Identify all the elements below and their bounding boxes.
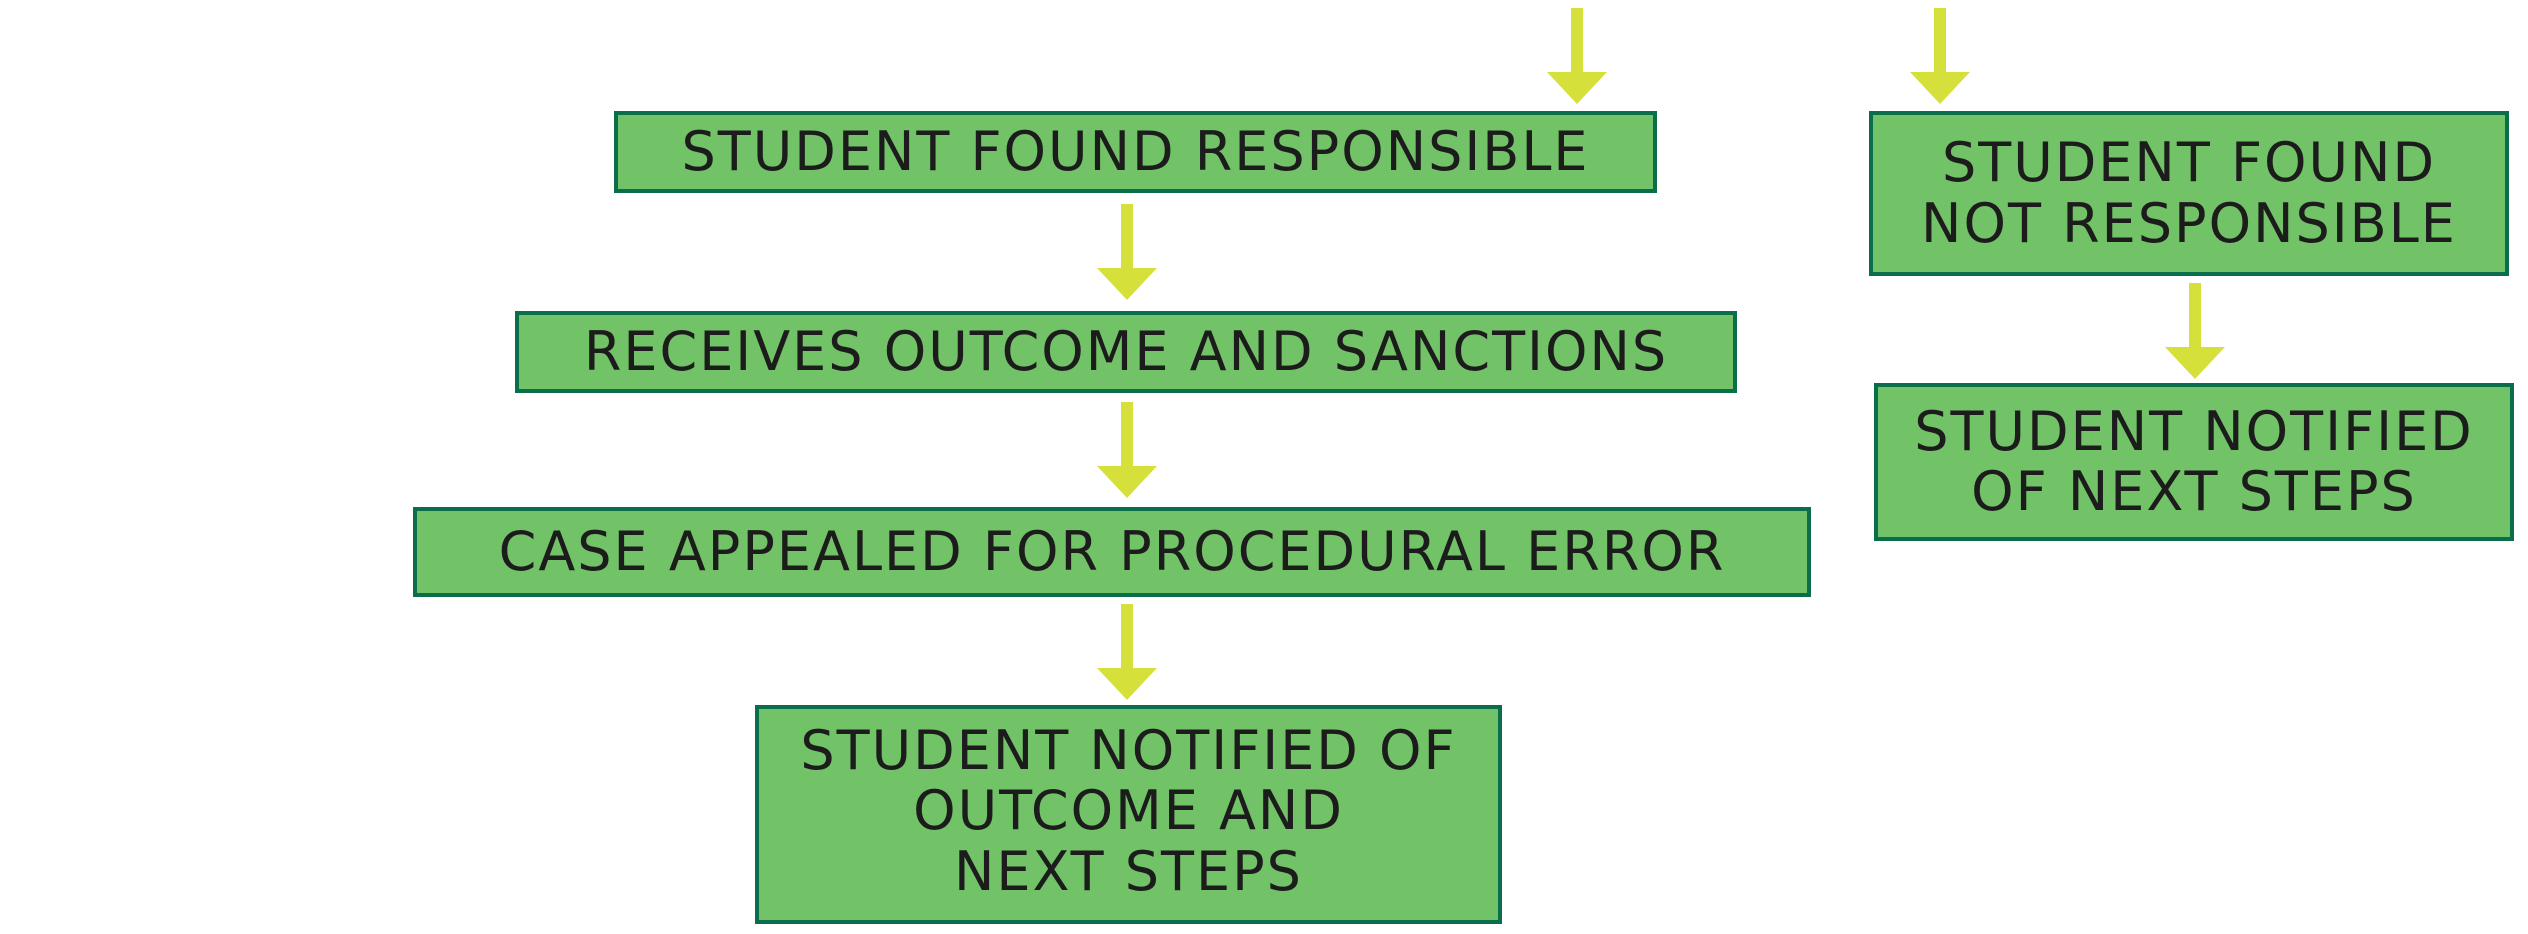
arrow-responsible-to-outcome — [1097, 204, 1157, 300]
box-label-line: CASE APPEALED FOR PROCEDURAL ERROR — [498, 519, 1726, 583]
box-case-appealed: CASE APPEALED FOR PROCEDURAL ERROR — [413, 507, 1811, 597]
box-student-notified-of-outcome: STUDENT NOTIFIED OF OUTCOME AND NEXT STE… — [755, 705, 1502, 924]
box-receives-outcome-and-sanctions: RECEIVES OUTCOME AND SANCTIONS — [515, 311, 1737, 393]
box-label-line: RECEIVES OUTCOME AND SANCTIONS — [583, 319, 1669, 383]
box-label-line: STUDENT NOTIFIED — [1914, 399, 2474, 463]
box-label-line: NEXT STEPS — [954, 839, 1303, 903]
box-label-line: NOT RESPONSIBLE — [1921, 191, 2457, 255]
box-student-found-not-responsible: STUDENT FOUND NOT RESPONSIBLE — [1869, 111, 2509, 276]
box-label-line: OUTCOME AND — [913, 779, 1344, 843]
box-label-line: STUDENT FOUND RESPONSIBLE — [681, 119, 1590, 183]
arrow-appeal-to-notified — [1097, 604, 1157, 700]
box-student-found-responsible: STUDENT FOUND RESPONSIBLE — [614, 111, 1657, 193]
box-label-line: OF NEXT STEPS — [1971, 460, 2417, 523]
arrow-into-found-not-responsible — [1910, 8, 1970, 104]
box-student-notified-of-next-steps: STUDENT NOTIFIED OF NEXT STEPS — [1874, 383, 2514, 541]
arrow-outcome-to-appeal — [1097, 402, 1157, 498]
arrow-not-responsible-to-notified — [2165, 283, 2225, 379]
arrow-into-found-responsible — [1547, 8, 1607, 104]
box-label-line: STUDENT NOTIFIED OF — [800, 719, 1457, 782]
box-label-line: STUDENT FOUND — [1941, 131, 2437, 195]
